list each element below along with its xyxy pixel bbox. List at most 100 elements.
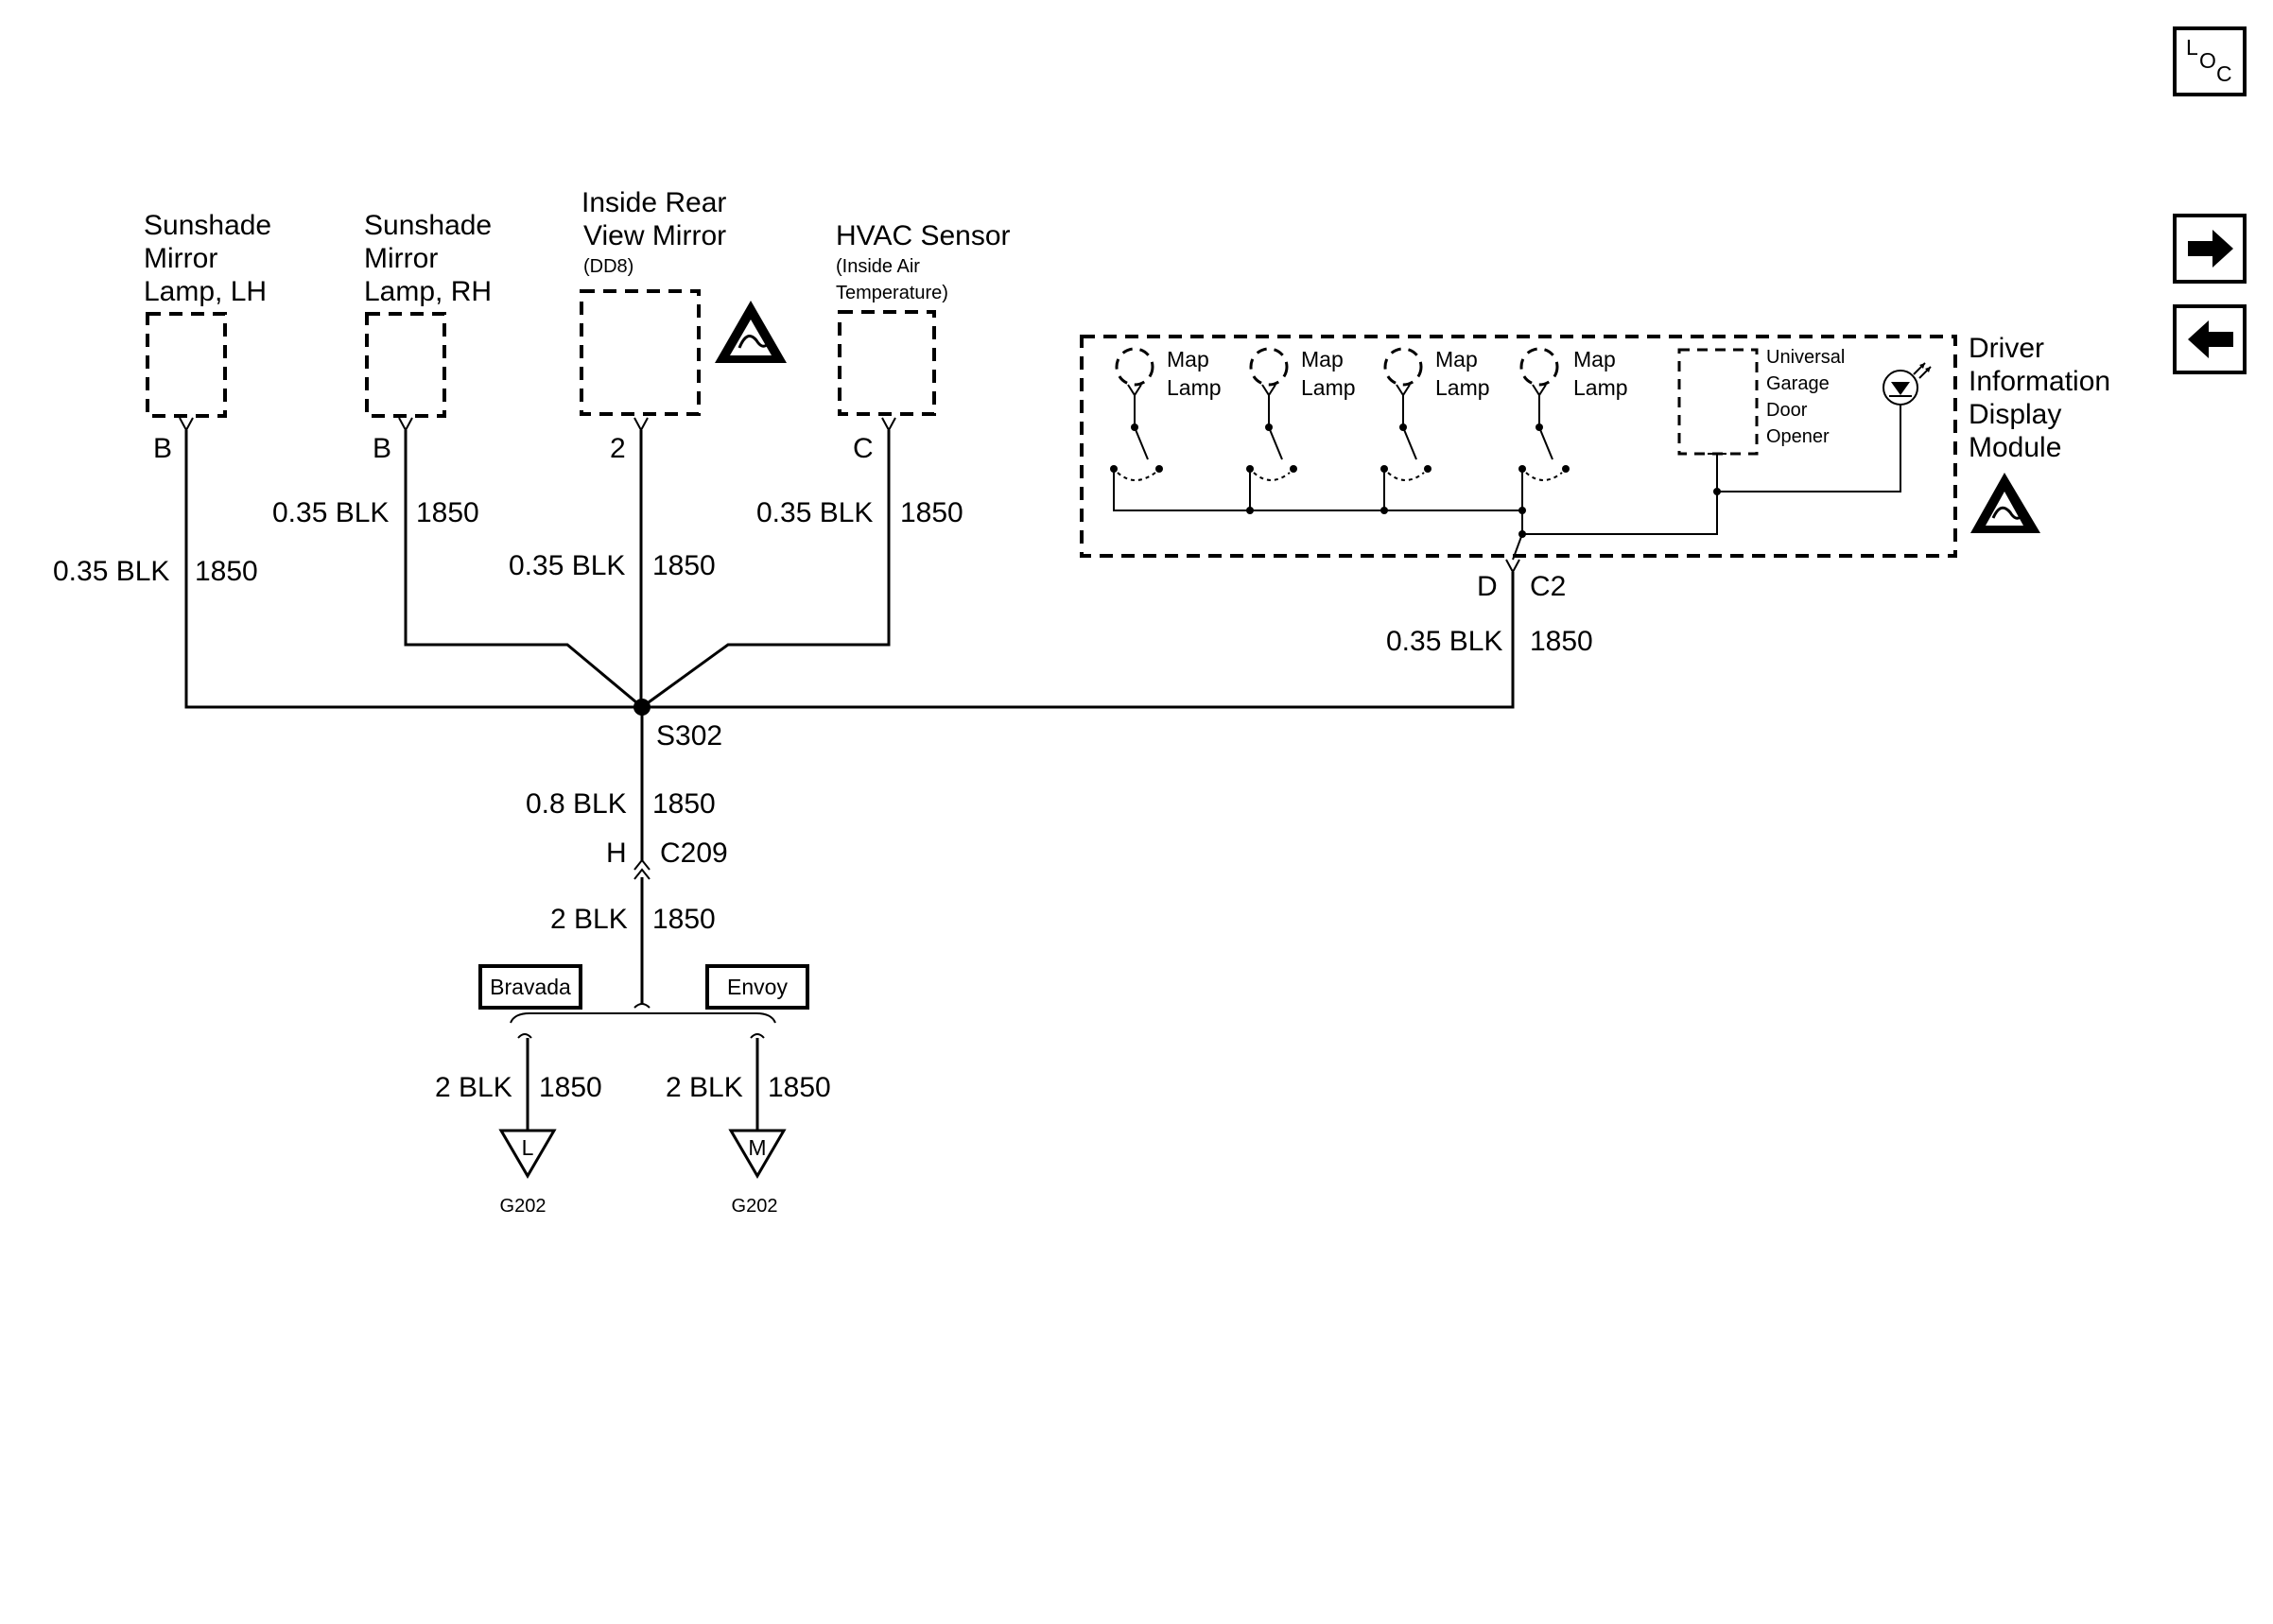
splice-label: S302: [656, 720, 722, 752]
svg-text:Lamp: Lamp: [1301, 375, 1356, 400]
wire-sunshade-rh: [404, 430, 643, 709]
svg-text:Lamp: Lamp: [1435, 375, 1490, 400]
wire-label-rear-mirror: 0.35 BLK: [509, 550, 625, 581]
svg-text:Driver: Driver: [1969, 333, 2044, 364]
ground-g202-m: M G202: [728, 1129, 787, 1217]
circuit-label-hvac-sensor: 1850: [900, 497, 963, 528]
map-lamp-1: Map Lamp: [1110, 347, 1222, 481]
svg-text:Inside Rear: Inside Rear: [581, 187, 726, 218]
circuit-label-envoy-ground: 1850: [768, 1072, 831, 1103]
svg-text:B: B: [153, 433, 172, 464]
svg-text:B: B: [373, 433, 391, 464]
option-split-brace: [510, 1012, 776, 1024]
map-lamp-4: Map Lamp: [1518, 347, 1628, 481]
wire-label-sunshade-rh: 0.35 BLK: [272, 497, 389, 528]
circuit-label-splice-out: 1850: [652, 788, 716, 820]
dim-internal-bus: [1113, 469, 1523, 561]
svg-text:2: 2: [610, 433, 626, 464]
wire-label-dim: 0.35 BLK: [1386, 626, 1502, 657]
map-lamp-2: Map Lamp: [1246, 347, 1356, 481]
wire-sunshade-lh: [184, 430, 642, 709]
loc-c: C: [2216, 61, 2232, 86]
bravada-wire-break: [517, 1033, 532, 1039]
svg-text:Information: Information: [1969, 366, 2110, 397]
arrow-right-icon: [2188, 230, 2233, 268]
wire-label-sunshade-lh: 0.35 BLK: [53, 556, 169, 587]
svg-text:Map: Map: [1573, 347, 1616, 371]
svg-text:C209: C209: [660, 838, 728, 869]
svg-text:Lamp, RH: Lamp, RH: [364, 276, 492, 307]
svg-text:Map: Map: [1301, 347, 1344, 371]
svg-text:Display: Display: [1969, 399, 2061, 430]
circuit-label-sunshade-lh: 1850: [195, 556, 258, 587]
arrow-left-icon: [2188, 320, 2233, 358]
svg-text:D: D: [1477, 571, 1498, 602]
dim-connector-c2: D C2: [1477, 559, 1566, 602]
svg-text:Lamp: Lamp: [1573, 375, 1628, 400]
loc-button[interactable]: L O C: [2173, 26, 2247, 96]
svg-text:Lamp, LH: Lamp, LH: [144, 276, 267, 307]
svg-text:G202: G202: [500, 1196, 547, 1217]
svg-text:G202: G202: [732, 1196, 778, 1217]
led-wire: [1717, 405, 1901, 492]
wire-dim: [642, 572, 1515, 709]
sunshade-rh-box: [365, 312, 446, 418]
circuit-label-dim: 1850: [1530, 626, 1593, 657]
splice-s302: [633, 699, 651, 716]
svg-text:Universal: Universal: [1766, 347, 1845, 368]
wire-label-c209-out: 2 BLK: [550, 904, 628, 935]
svg-text:L: L: [522, 1135, 534, 1160]
circuit-label-c209-out: 1850: [652, 904, 716, 935]
rear-mirror-box: [580, 289, 701, 416]
connector-c209: H C209: [606, 838, 728, 880]
circuit-label-bravada-ground: 1850: [539, 1072, 602, 1103]
svg-text:Map: Map: [1435, 347, 1478, 371]
svg-text:C2: C2: [1530, 571, 1566, 602]
svg-text:H: H: [606, 838, 627, 869]
svg-text:Lamp: Lamp: [1167, 375, 1222, 400]
loc-o: O: [2199, 48, 2216, 73]
svg-text:Mirror: Mirror: [364, 243, 438, 274]
envoy-wire-break: [750, 1033, 765, 1039]
universal-garage-door-opener: Universal Garage Door Opener: [1677, 347, 1845, 456]
loc-l: L: [2186, 35, 2198, 60]
sunshade-lh-label: Sunshade Mirror Lamp, LH: [144, 210, 271, 307]
sunshade-lh-box: [146, 312, 227, 418]
dim-box: [1080, 335, 1957, 558]
wire-label-hvac-sensor: 0.35 BLK: [756, 497, 873, 528]
dim-label: Driver Information Display Module: [1969, 333, 2110, 463]
forward-button[interactable]: [2173, 214, 2247, 284]
wire-label-bravada-ground: 2 BLK: [435, 1072, 512, 1103]
svg-text:Sunshade: Sunshade: [144, 210, 271, 241]
rear-mirror-label: Inside Rear View Mirror (DD8): [581, 187, 726, 277]
svg-text:Envoy: Envoy: [727, 975, 788, 999]
svg-text:Mirror: Mirror: [144, 243, 217, 274]
back-button[interactable]: [2173, 304, 2247, 374]
hvac-sensor-label: HVAC Sensor (Inside Air Temperature): [836, 220, 1011, 303]
map-lamp-3: Map Lamp: [1380, 347, 1490, 481]
svg-text:Garage: Garage: [1766, 373, 1830, 394]
circuit-label-sunshade-rh: 1850: [416, 497, 479, 528]
garage-wire: [1522, 453, 1726, 535]
svg-text:(DD8): (DD8): [583, 256, 633, 277]
hvac-sensor-box: [838, 310, 936, 416]
svg-text:Opener: Opener: [1766, 426, 1830, 447]
wire-label-envoy-ground: 2 BLK: [666, 1072, 743, 1103]
svg-text:Temperature): Temperature): [836, 283, 948, 303]
svg-text:Map: Map: [1167, 347, 1209, 371]
svg-text:M: M: [748, 1135, 766, 1160]
esd-sensitive-icon: [715, 301, 787, 363]
esd-sensitive-icon: [1970, 473, 2040, 533]
svg-text:HVAC Sensor: HVAC Sensor: [836, 220, 1011, 251]
svg-text:Module: Module: [1969, 432, 2061, 463]
svg-text:Door: Door: [1766, 400, 1808, 421]
option-split-break: [633, 1003, 651, 1009]
svg-text:Sunshade: Sunshade: [364, 210, 492, 241]
svg-text:(Inside Air: (Inside Air: [836, 256, 920, 277]
svg-text:View Mirror: View Mirror: [583, 220, 726, 251]
wire-label-splice-out: 0.8 BLK: [526, 788, 627, 820]
option-bravada: Bravada: [478, 964, 582, 1010]
ground-g202-l: L G202: [498, 1129, 557, 1217]
svg-text:C: C: [853, 433, 874, 464]
